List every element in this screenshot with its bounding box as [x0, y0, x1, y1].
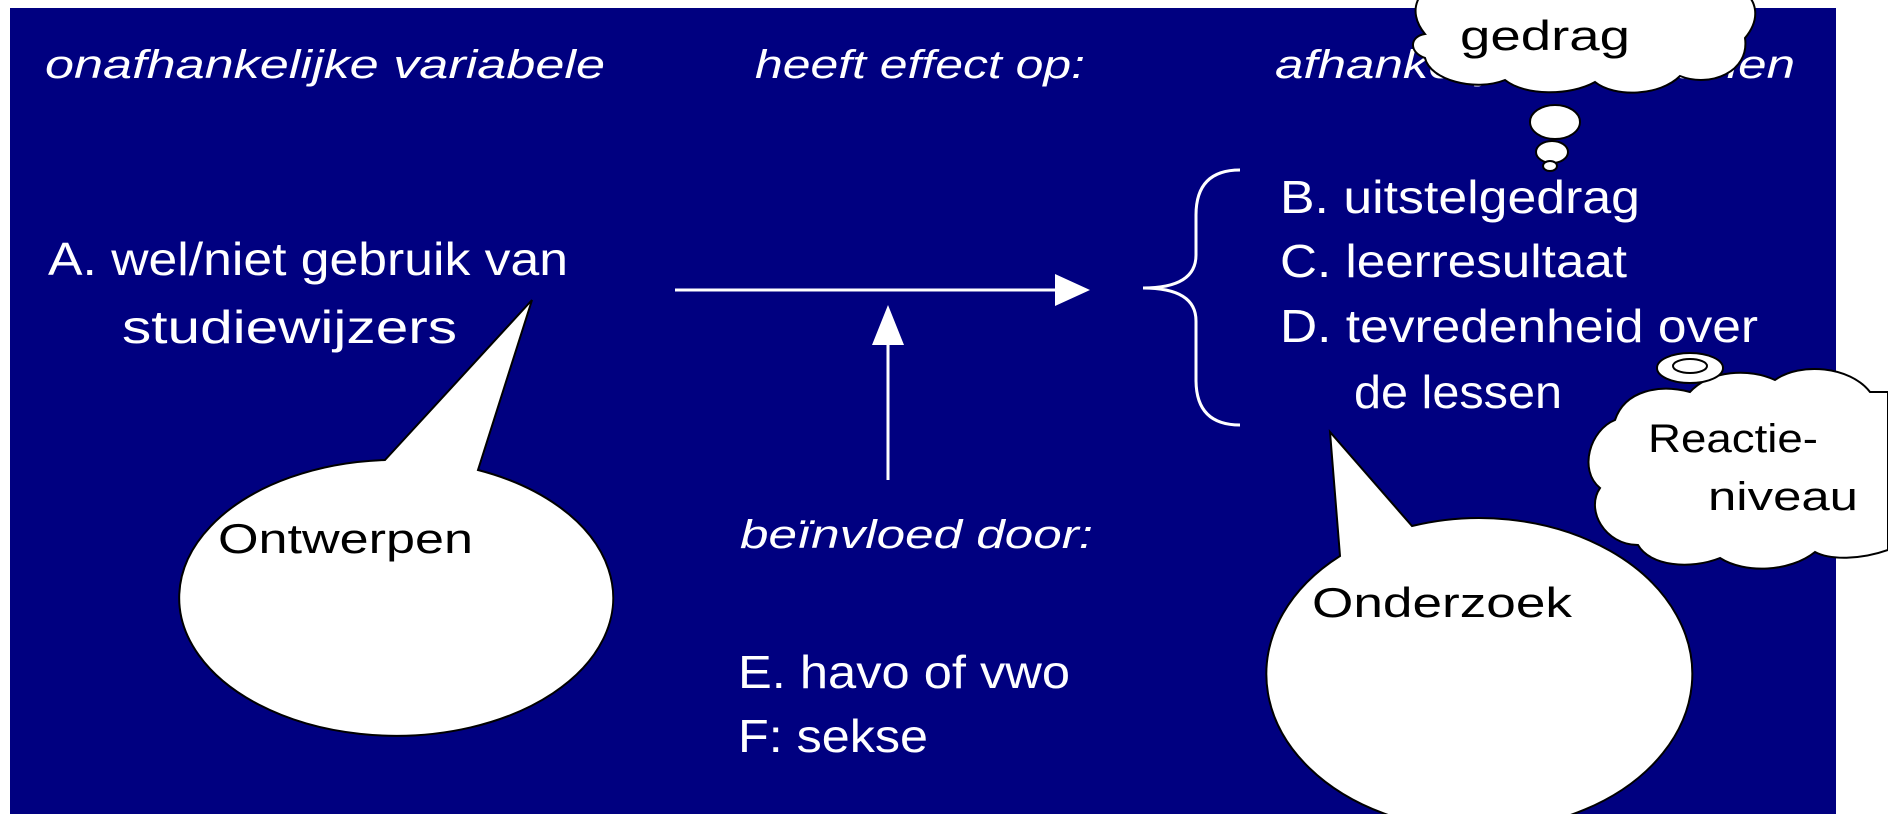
item-f: F: sekse: [738, 710, 928, 762]
ontwerpen-label: Ontwerpen: [218, 515, 473, 562]
item-a-line1: A. wel/niet gebruik van: [48, 233, 568, 285]
reactie-label-line1: Reactie-: [1648, 417, 1818, 461]
gedrag-label: gedrag: [1460, 12, 1630, 59]
ontwerpen-speech-bubble: [178, 299, 615, 737]
header-independent-variable: onafhankelijke variabele: [45, 43, 605, 87]
item-e: E. havo of vwo: [738, 646, 1070, 698]
effect-arrow-head: [1055, 274, 1090, 306]
gedrag-thought-cloud: [1412, 0, 1757, 94]
influence-arrow-head: [872, 305, 904, 345]
dependent-variables-brace: [1142, 168, 1241, 427]
item-a-line2: studiewijzers: [122, 301, 457, 353]
reactieniveau-thought-cloud: [1587, 368, 1888, 570]
thought-bubble-dot-small: [1542, 160, 1558, 172]
influenced-by-header: beïnvloed door:: [740, 513, 1093, 557]
onderzoek-speech-bubble: [1265, 429, 1694, 814]
header-has-effect-on: heeft effect op:: [755, 43, 1085, 87]
thought-bubble-dot-large: [1529, 104, 1581, 140]
item-d-line1: D. tevredenheid over: [1280, 300, 1758, 352]
item-d-line2: de lessen: [1354, 366, 1562, 418]
thought-bubble-dot-medium: [1535, 140, 1569, 164]
onderzoek-label: Onderzoek: [1312, 579, 1573, 626]
thought-bubble-dot-reactie-inner: [1672, 358, 1708, 374]
item-c: C. leerresultaat: [1280, 235, 1627, 287]
reactie-label-line2: niveau: [1708, 475, 1858, 519]
item-b: B. uitstelgedrag: [1280, 171, 1640, 223]
